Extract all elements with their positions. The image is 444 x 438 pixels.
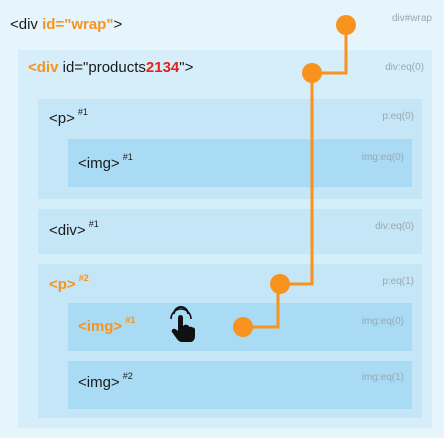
node-dot-img-target [233, 317, 253, 337]
img1-selector: img:eq(0) [361, 152, 404, 163]
img1-tag: <img>#1 [78, 152, 133, 172]
node-dot-wrap [336, 15, 356, 35]
products-selector: div:eq(0) [385, 62, 424, 73]
hand-pointer-click-icon [170, 306, 195, 342]
p2-selector: p:eq(1) [382, 276, 414, 287]
img2-container [68, 361, 412, 409]
wrap-selector: div#wrap [391, 13, 432, 24]
node-dot-products [302, 63, 322, 83]
node-dot-p2 [270, 274, 290, 294]
img1-container [68, 139, 412, 187]
p2-tag: <p>#2 [49, 273, 89, 293]
div1-selector: div:eq(0) [375, 221, 414, 232]
p1-selector: p:eq(0) [382, 111, 414, 122]
img2-selector: img:eq(1) [361, 372, 404, 383]
p1-tag: <p>#1 [49, 107, 88, 127]
img2-tag: <img>#2 [78, 371, 133, 391]
img-target-tag: <img>#1 [78, 315, 136, 335]
connector-wrap-products [312, 25, 348, 75]
connector-products-p2 [280, 73, 314, 286]
wrap-tag: <div id="wrap"> [10, 16, 123, 33]
products-tag: <div id="products2134"> [28, 59, 194, 76]
div1-container [38, 209, 422, 254]
div1-tag: <div>#1 [49, 219, 99, 239]
img-target-selector: img:eq(0) [361, 316, 404, 327]
